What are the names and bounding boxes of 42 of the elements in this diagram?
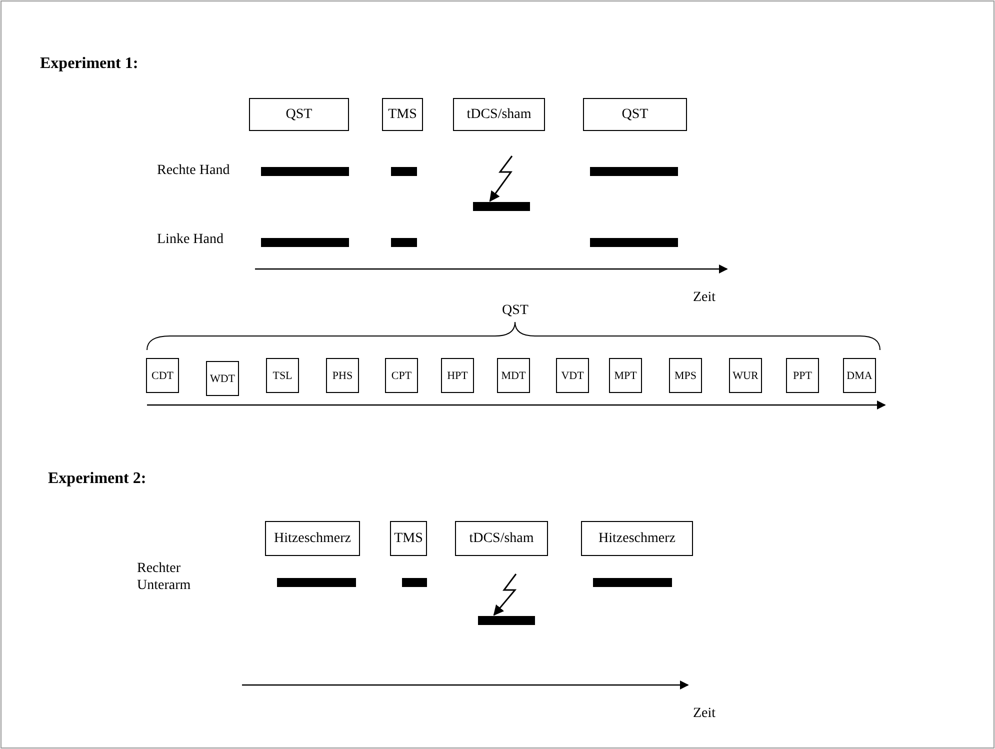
timeline-bar (391, 238, 417, 247)
step-box: Hitzeschmerz (581, 521, 693, 556)
timeline-bar (402, 578, 427, 587)
step-box: TSL (266, 358, 299, 393)
step-box: tDCS/sham (453, 98, 545, 131)
step-box: CPT (385, 358, 418, 393)
step-box: tDCS/sham (455, 521, 548, 556)
step-box: DMA (843, 358, 876, 393)
timeline-bar (277, 578, 356, 587)
brace-label: QST (502, 302, 528, 319)
lightning-arrow (489, 156, 513, 202)
section-heading: Experiment 1: (40, 55, 138, 72)
axis-label: Zeit (693, 705, 716, 722)
step-box: CDT (146, 358, 179, 393)
step-box: WUR (729, 358, 762, 393)
step-box: MDT (497, 358, 530, 393)
step-box: MPS (669, 358, 702, 393)
step-box: VDT (556, 358, 589, 393)
timeline-bar (593, 578, 672, 587)
step-box: TMS (390, 521, 427, 556)
step-box: HPT (441, 358, 474, 393)
timeline-bar (261, 238, 349, 247)
step-box: PHS (326, 358, 359, 393)
step-box: QST (583, 98, 687, 131)
section-heading: Experiment 2: (48, 470, 146, 487)
timeline-bar (590, 167, 678, 176)
step-box: WDT (206, 361, 239, 396)
timeline-bar (590, 238, 678, 247)
timeline-bar (478, 616, 535, 625)
row-label: Rechter Unterarm (137, 560, 192, 594)
lightning-arrow (493, 574, 517, 616)
row-label: Linke Hand (157, 231, 224, 248)
axis-label: Zeit (693, 289, 716, 306)
step-box: TMS (382, 98, 423, 131)
step-box: MPT (609, 358, 642, 393)
step-box: Hitzeschmerz (265, 521, 360, 556)
step-box: PPT (786, 358, 819, 393)
row-label: Rechte Hand (157, 162, 230, 179)
timeline-bar (391, 167, 417, 176)
step-box: QST (249, 98, 349, 131)
timeline-bar (261, 167, 349, 176)
timeline-bar (473, 202, 530, 211)
